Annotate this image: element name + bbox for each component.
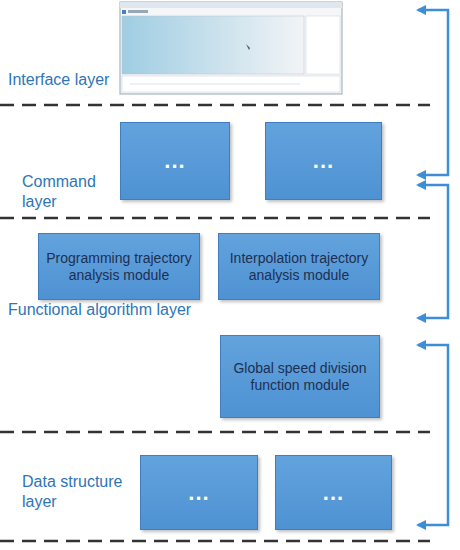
layer-label: Functional algorithm layer [8,300,238,320]
layer-arrow [418,10,448,525]
module-box: Global speed division function module [220,335,380,418]
placeholder-box: ... [120,122,230,200]
module-name: Interpolation trajectory analysis module [219,250,379,284]
layer-divider [0,105,430,541]
layer-label: Data structure layer [22,472,144,512]
layer-label: Interface layer [8,70,148,90]
placeholder-box: ... [265,122,382,200]
placeholder-box: ... [140,455,258,530]
module-name: Global speed division function module [221,360,379,394]
ellipsis-text: ... [317,482,350,504]
module-box: Interpolation trajectory analysis module [218,233,380,300]
module-name: Programming trajectory analysis module [39,250,199,284]
module-box: Programming trajectory analysis module [38,233,200,300]
ellipsis-text: ... [307,150,340,172]
layer-label: Command layer [22,172,104,212]
software-screenshot [120,2,342,94]
ellipsis-text: ... [182,482,215,504]
placeholder-box: ... [275,455,392,530]
ellipsis-text: ... [158,150,191,172]
